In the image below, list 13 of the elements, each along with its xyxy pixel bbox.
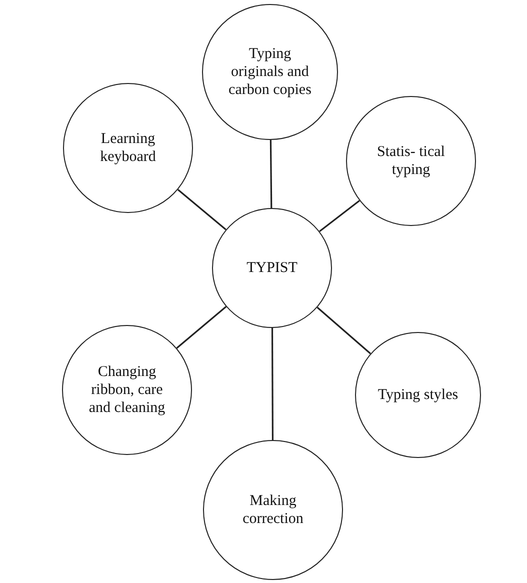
- connector-line: [270, 140, 272, 208]
- topic-label: TYPIST: [246, 259, 298, 277]
- connector-line: [177, 189, 226, 230]
- connector-line: [271, 328, 274, 440]
- topic-label: Statis- tical typing: [376, 143, 446, 179]
- topic-label: Making correction: [242, 492, 304, 528]
- connector-line: [176, 306, 227, 349]
- topic-label: Typing originals and carbon copies: [228, 45, 312, 99]
- connector-line: [316, 306, 371, 354]
- connector-line: [319, 200, 360, 232]
- topic-label: Typing styles: [378, 386, 458, 404]
- topic-label: Changing ribbon, care and cleaning: [88, 363, 166, 417]
- topic-label: Learning keyboard: [99, 130, 157, 166]
